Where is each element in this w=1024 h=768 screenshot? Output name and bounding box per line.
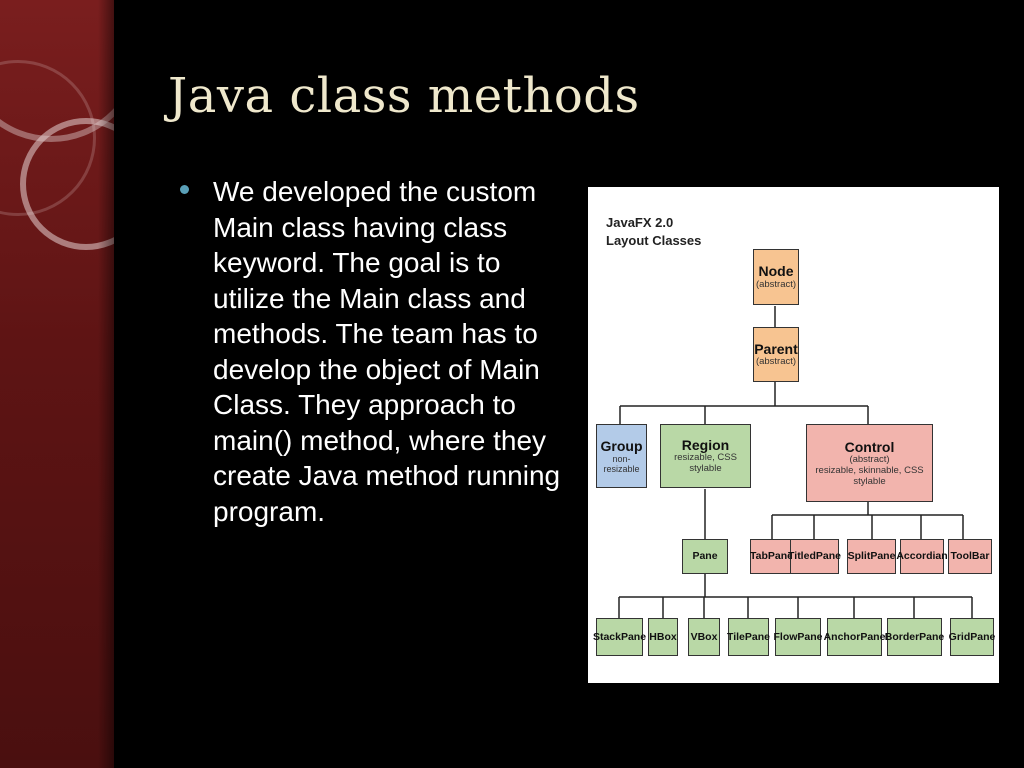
stackpane-label: StackPane xyxy=(592,630,647,643)
parent-note: (abstract) xyxy=(755,356,797,368)
pane-box: Pane xyxy=(682,539,728,574)
control-label: Control xyxy=(844,438,895,455)
control-note: (abstract) xyxy=(849,453,890,465)
borderpane-box: BorderPane xyxy=(884,618,945,656)
parent-label: Parent xyxy=(754,340,798,357)
titledpane-label: TitledPane xyxy=(788,550,841,563)
tilepane-box: TilePane xyxy=(727,618,770,656)
hbox-label: HBox xyxy=(649,630,677,643)
stackpane-box: StackPane xyxy=(592,618,647,656)
node-label: Node xyxy=(758,263,794,280)
decorative-ring xyxy=(20,118,114,250)
control-box: Control (abstract) resizable, skinnable,… xyxy=(806,424,933,502)
toolbar-box: ToolBar xyxy=(948,539,992,574)
region-label: Region xyxy=(681,437,730,454)
pane-label: Pane xyxy=(692,550,718,563)
group-note: non-resizable xyxy=(603,453,640,475)
decorative-sidebar xyxy=(0,0,114,768)
diagram-title-line2: Layout Classes xyxy=(606,233,702,248)
flowpane-label: FlowPane xyxy=(773,630,823,643)
accordian-label: Accordian xyxy=(896,550,948,563)
splitpane-label: SplitPane xyxy=(847,550,896,563)
tabpane-label: TabPane xyxy=(750,550,793,563)
node-box: Node (abstract) xyxy=(753,249,799,305)
gridpane-box: GridPane xyxy=(948,618,996,656)
group-box: Group non-resizable xyxy=(596,424,647,488)
hbox-box: HBox xyxy=(648,618,678,656)
bullet-text: We developed the custom Main class havin… xyxy=(213,176,561,527)
sidebar-shadow xyxy=(98,0,114,768)
borderpane-label: BorderPane xyxy=(884,630,945,643)
toolbar-label: ToolBar xyxy=(950,550,990,563)
javafx-layout-classes-diagram: JavaFX 2.0 Layout Classes Node (abstract… xyxy=(588,187,999,683)
bullet-icon xyxy=(180,185,189,194)
parent-box: Parent (abstract) xyxy=(753,327,799,382)
accordian-box: Accordian xyxy=(896,539,948,574)
titledpane-box: TitledPane xyxy=(788,539,841,574)
anchorpane-box: AnchorPane xyxy=(824,618,885,656)
diagram-connectors xyxy=(618,306,973,618)
tilepane-label: TilePane xyxy=(727,630,770,643)
group-label: Group xyxy=(600,437,643,454)
tabpane-box: TabPane xyxy=(750,539,793,574)
flowpane-box: FlowPane xyxy=(773,618,823,656)
node-note: (abstract) xyxy=(755,278,797,290)
anchorpane-label: AnchorPane xyxy=(823,630,886,643)
control-note-2: resizable, skinnable, CSS stylable xyxy=(815,464,924,487)
slide-title: Java class methods xyxy=(168,68,640,124)
region-box: Region resizable, CSS stylable xyxy=(660,424,751,488)
region-note: resizable, CSS stylable xyxy=(674,452,737,475)
gridpane-label: GridPane xyxy=(948,630,996,643)
vbox-box: VBox xyxy=(688,618,720,656)
diagram-title-line1: JavaFX 2.0 xyxy=(606,215,674,230)
vbox-label: VBox xyxy=(690,630,718,643)
splitpane-box: SplitPane xyxy=(847,539,896,574)
